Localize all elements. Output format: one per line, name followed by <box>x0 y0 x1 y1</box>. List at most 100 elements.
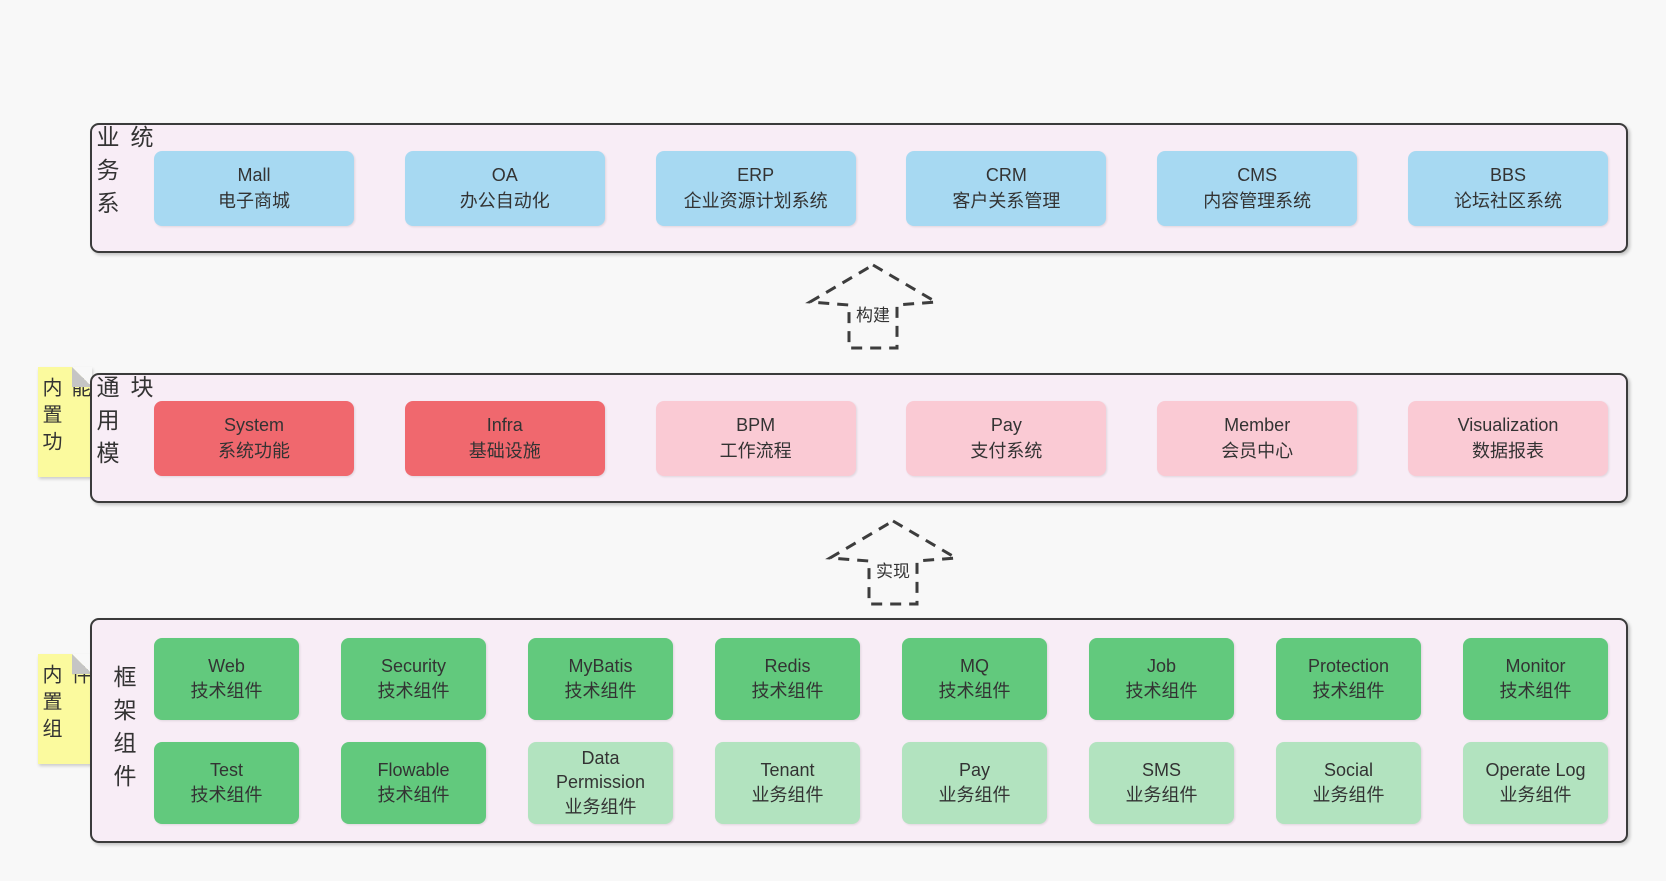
box-security: Security 技术组件 <box>341 637 486 720</box>
box-subtitle: 技术组件 <box>190 784 263 805</box>
box-subtitle: 内容管理系统 <box>1203 191 1312 211</box>
box-title: Protection <box>1307 656 1390 677</box>
box-subtitle: 系统功能 <box>218 441 290 461</box>
box-cms: CMS 内容管理系统 <box>1157 150 1358 226</box>
box-crm: CRM 客户关系管理 <box>906 150 1107 226</box>
box-subtitle: 技术组件 <box>1125 680 1198 701</box>
box-subtitle: 技术组件 <box>1312 680 1385 701</box>
box-subtitle: 业务组件 <box>751 784 824 805</box>
box-title: Pay <box>990 414 1022 435</box>
box-operate-log: Operate Log 业务组件 <box>1463 741 1608 824</box>
layer-common-modules: 通用模块 System 系统功能 Infra 基础设施 BPM 工作流程 Pay… <box>90 373 1628 503</box>
box-protection: Protection 技术组件 <box>1276 637 1421 720</box>
box-sms: SMS 业务组件 <box>1089 741 1234 824</box>
folded-corner-icon <box>72 367 92 387</box>
box-title: Monitor <box>1505 656 1566 677</box>
box-title: Member <box>1224 414 1291 435</box>
box-infra: Infra 基础设施 <box>404 400 605 476</box>
arrow-implement: 实现 <box>825 518 961 608</box>
box-title: Security <box>380 656 447 677</box>
box-title: OA <box>491 164 518 185</box>
framework-components-row-2: Test 技术组件 Flowable 技术组件 Data Permission … <box>154 741 1608 824</box>
box-title: CMS <box>1237 164 1278 185</box>
box-subtitle: 业务组件 <box>938 784 1011 805</box>
box-subtitle: 技术组件 <box>564 680 637 701</box>
dashed-up-arrow-icon <box>825 519 961 606</box>
box-system: System 系统功能 <box>154 400 354 476</box>
box-title: Job <box>1146 656 1177 677</box>
box-subtitle: 支付系统 <box>970 441 1043 461</box>
arrow-implement-label: 实现 <box>873 556 913 583</box>
box-title: System <box>223 414 284 435</box>
common-modules-boxes: System 系统功能 Infra 基础设施 BPM 工作流程 Pay 支付系统… <box>148 375 1626 501</box>
box-subtitle: 技术组件 <box>190 680 263 701</box>
box-title: BBS <box>1489 164 1526 185</box>
box-social: Social 业务组件 <box>1276 741 1421 824</box>
folded-corner-icon <box>72 654 92 674</box>
box-subtitle: 数据报表 <box>1471 441 1544 461</box>
box-erp: ERP 企业资源计划系统 <box>655 150 856 226</box>
box-monitor: Monitor 技术组件 <box>1463 637 1608 720</box>
box-subtitle: 基础设施 <box>468 441 541 461</box>
box-title: MyBatis <box>568 656 633 677</box>
box-title: Test <box>209 760 243 781</box>
sticky-note-text: 内置组件 <box>39 664 90 745</box>
box-member: Member 会员中心 <box>1157 400 1358 476</box>
box-title: Flowable <box>377 760 450 781</box>
box-test: Test 技术组件 <box>154 741 299 824</box>
box-mybatis: MyBatis 技术组件 <box>528 637 673 720</box>
layer-framework-components: 框架组件 Web 技术组件 Security 技术组件 MyBatis 技术组件… <box>90 618 1628 843</box>
sticky-note-builtin-components: 内置组件 <box>38 654 92 764</box>
box-subtitle: 办公自动化 <box>459 191 550 211</box>
box-subtitle: 业务组件 <box>1499 784 1572 805</box>
box-subtitle: 技术组件 <box>751 680 824 701</box>
box-bpm: BPM 工作流程 <box>655 400 856 476</box>
box-subtitle: 技术组件 <box>377 784 450 805</box>
layer-framework-components-label: 框架组件 <box>110 664 136 797</box>
box-title: ERP <box>737 164 775 185</box>
arrow-build-label: 构建 <box>853 300 893 327</box>
box-title: Web <box>208 656 245 677</box>
layer-common-modules-label: 通用模块 <box>93 375 153 474</box>
sticky-note-builtin-features: 内置功能 <box>38 367 92 477</box>
box-subtitle: 客户关系管理 <box>952 191 1061 211</box>
box-title: Pay <box>958 760 991 781</box>
box-title: Operate Log <box>1485 760 1586 781</box>
box-subtitle: 技术组件 <box>938 680 1011 701</box>
arrow-build: 构建 <box>805 262 941 352</box>
framework-components-grid: Web 技术组件 Security 技术组件 MyBatis 技术组件 Redi… <box>148 620 1626 841</box>
box-subtitle: 电子商城 <box>218 191 290 211</box>
box-visualization: Visualization 数据报表 <box>1407 400 1608 476</box>
box-subtitle: 工作流程 <box>719 441 792 461</box>
sticky-note-text: 内置功能 <box>39 377 90 458</box>
box-tenant: Tenant 业务组件 <box>715 741 860 824</box>
box-bbs: BBS 论坛社区系统 <box>1407 150 1608 226</box>
box-pay: Pay 支付系统 <box>906 400 1107 476</box>
business-systems-boxes: Mall 电子商城 OA 办公自动化 ERP 企业资源计划系统 CRM 客户关系… <box>148 125 1626 251</box>
box-job: Job 技术组件 <box>1089 637 1234 720</box>
box-title: Social <box>1323 760 1374 781</box>
box-subtitle: 技术组件 <box>1499 680 1572 701</box>
box-subtitle: 论坛社区系统 <box>1453 191 1562 211</box>
box-subtitle: 业务组件 <box>1125 784 1198 805</box>
box-title: Infra <box>486 414 523 435</box>
box-title: Redis <box>764 656 811 677</box>
box-subtitle: 企业资源计划系统 <box>683 191 828 211</box>
box-title: CRM <box>985 164 1027 185</box>
layer-business-systems: 业务系统 Mall 电子商城 OA 办公自动化 ERP 企业资源计划系统 CRM… <box>90 123 1628 253</box>
box-title: Mall <box>237 164 271 185</box>
box-redis: Redis 技术组件 <box>715 637 860 720</box>
box-title: Visualization <box>1457 414 1559 435</box>
box-oa: OA 办公自动化 <box>404 150 605 226</box>
box-data-permission: Data Permission 业务组件 <box>528 741 673 824</box>
box-title: SMS <box>1141 760 1181 781</box>
dashed-up-arrow-icon <box>805 263 941 350</box>
box-mq: MQ 技术组件 <box>902 637 1047 720</box>
box-title: Data Permission <box>555 748 646 793</box>
box-subtitle: 技术组件 <box>377 680 450 701</box>
box-flowable: Flowable 技术组件 <box>341 741 486 824</box>
box-subtitle: 业务组件 <box>564 796 637 817</box>
framework-components-row-1: Web 技术组件 Security 技术组件 MyBatis 技术组件 Redi… <box>154 637 1608 720</box>
box-subtitle: 会员中心 <box>1221 441 1294 461</box>
